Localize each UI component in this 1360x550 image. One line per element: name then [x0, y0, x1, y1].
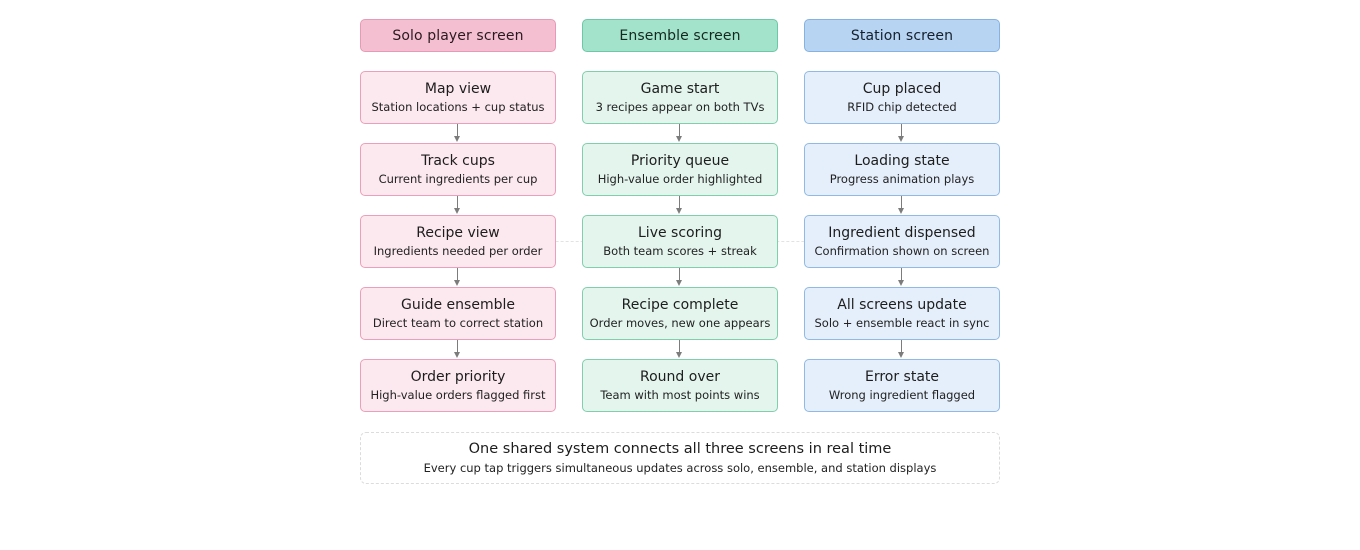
step-title: All screens update [837, 296, 967, 313]
step-subtitle: High-value orders flagged first [370, 387, 546, 402]
step-box-track-cups: Track cups Current ingredients per cup [360, 143, 556, 196]
down-arrow-icon [360, 124, 556, 143]
step-subtitle: Wrong ingredient flagged [828, 387, 976, 402]
step-list-solo: Map view Station locations + cup status … [360, 71, 556, 412]
step-box-order-priority: Order priority High-value orders flagged… [360, 359, 556, 412]
column-station: Station screen Cup placed RFID chip dete… [804, 19, 1000, 412]
step-title: Error state [864, 368, 940, 385]
down-arrow-icon [804, 340, 1000, 359]
step-subtitle: Progress animation plays [829, 171, 975, 186]
step-box-cup-placed: Cup placed RFID chip detected [804, 71, 1000, 124]
step-subtitle: Current ingredients per cup [378, 171, 538, 186]
step-box-all-screens-update: All screens update Solo + ensemble react… [804, 287, 1000, 340]
step-box-map-view: Map view Station locations + cup status [360, 71, 556, 124]
step-box-live-scoring: Live scoring Both team scores + streak [582, 215, 778, 268]
down-arrow-icon [582, 268, 778, 287]
step-title: Loading state [854, 152, 950, 169]
step-title: Round over [640, 368, 720, 385]
down-arrow-icon [360, 196, 556, 215]
step-box-priority-queue: Priority queue High-value order highligh… [582, 143, 778, 196]
step-subtitle: High-value order highlighted [597, 171, 763, 186]
column-solo-player: Solo player screen Map view Station loca… [360, 19, 556, 412]
column-ensemble: Ensemble screen Game start 3 recipes app… [582, 19, 778, 412]
step-title: Order priority [410, 368, 506, 385]
step-box-guide-ensemble: Guide ensemble Direct team to correct st… [360, 287, 556, 340]
step-title: Recipe complete [621, 296, 739, 313]
step-title: Priority queue [630, 152, 730, 169]
step-subtitle: Station locations + cup status [371, 99, 545, 114]
step-title: Cup placed [862, 80, 942, 97]
shared-system-note: One shared system connects all three scr… [360, 432, 1000, 484]
column-header-solo: Solo player screen [360, 19, 556, 52]
step-subtitle: 3 recipes appear on both TVs [595, 99, 765, 114]
shared-system-title: One shared system connects all three scr… [468, 441, 892, 457]
step-subtitle: Ingredients needed per order [373, 243, 543, 258]
step-subtitle: RFID chip detected [847, 99, 957, 114]
step-title: Map view [424, 80, 492, 97]
step-box-round-over: Round over Team with most points wins [582, 359, 778, 412]
column-header-ensemble: Ensemble screen [582, 19, 778, 52]
down-arrow-icon [804, 124, 1000, 143]
step-title: Live scoring [638, 224, 722, 241]
down-arrow-icon [582, 340, 778, 359]
shared-system-subtitle: Every cup tap triggers simultaneous upda… [423, 461, 937, 475]
step-title: Track cups [421, 152, 495, 169]
step-subtitle: Solo + ensemble react in sync [814, 315, 990, 330]
step-box-error-state: Error state Wrong ingredient flagged [804, 359, 1000, 412]
step-box-recipe-complete: Recipe complete Order moves, new one app… [582, 287, 778, 340]
step-list-station: Cup placed RFID chip detected Loading st… [804, 71, 1000, 412]
down-arrow-icon [360, 340, 556, 359]
step-list-ensemble: Game start 3 recipes appear on both TVs … [582, 71, 778, 412]
down-arrow-icon [360, 268, 556, 287]
down-arrow-icon [582, 196, 778, 215]
step-subtitle: Confirmation shown on screen [814, 243, 990, 258]
step-box-loading-state: Loading state Progress animation plays [804, 143, 1000, 196]
step-subtitle: Order moves, new one appears [589, 315, 771, 330]
step-subtitle: Direct team to correct station [372, 315, 544, 330]
down-arrow-icon [582, 124, 778, 143]
down-arrow-icon [804, 268, 1000, 287]
step-title: Guide ensemble [401, 296, 515, 313]
step-box-recipe-view: Recipe view Ingredients needed per order [360, 215, 556, 268]
step-title: Ingredient dispensed [828, 224, 976, 241]
step-box-game-start: Game start 3 recipes appear on both TVs [582, 71, 778, 124]
step-title: Recipe view [416, 224, 500, 241]
step-title: Game start [640, 80, 720, 97]
down-arrow-icon [804, 196, 1000, 215]
column-header-station: Station screen [804, 19, 1000, 52]
step-box-ingredient-dispensed: Ingredient dispensed Confirmation shown … [804, 215, 1000, 268]
step-subtitle: Both team scores + streak [603, 243, 757, 258]
step-subtitle: Team with most points wins [600, 387, 760, 402]
